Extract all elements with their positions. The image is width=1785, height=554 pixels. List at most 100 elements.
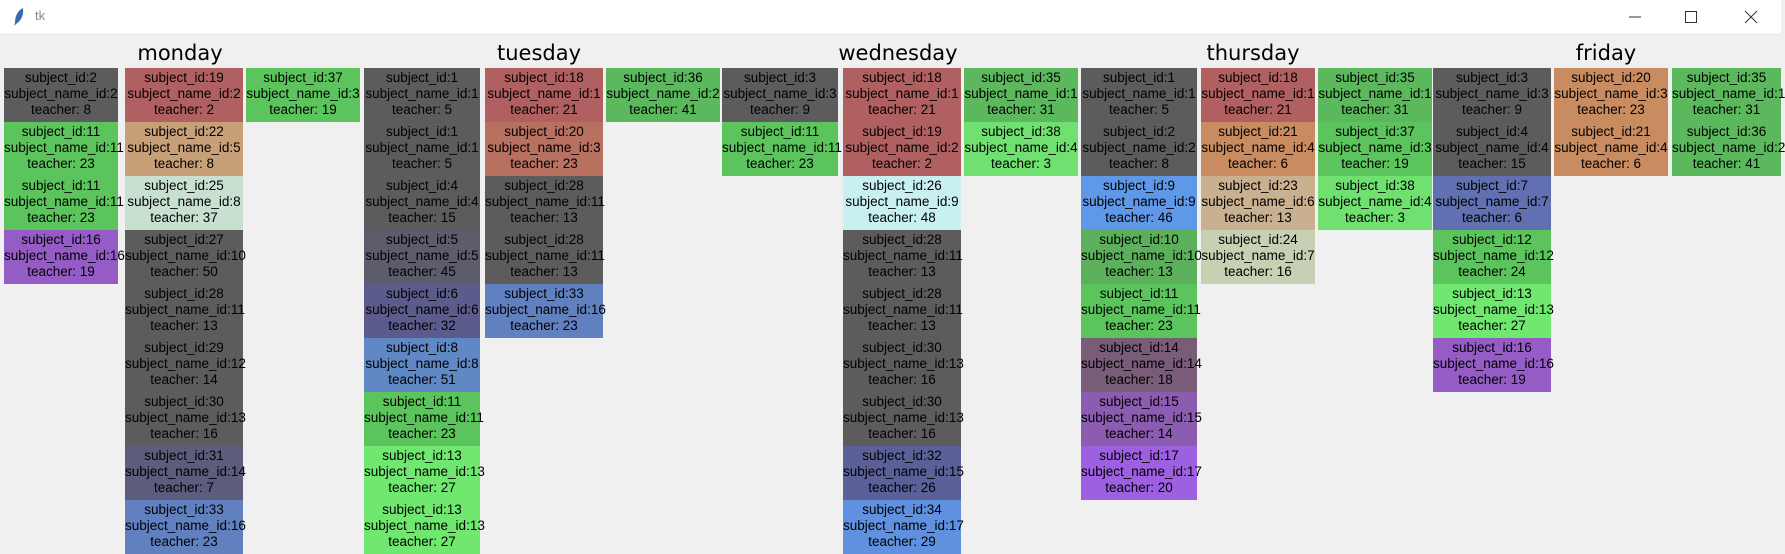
- cell-subject-name: subject_name_id:2: [127, 86, 241, 101]
- cell-subject: subject_id:11: [21, 124, 101, 139]
- cell-teacher: teacher: 26: [868, 480, 936, 495]
- cell-subject-name: subject_name_id:1: [1082, 86, 1196, 101]
- cell-subject-name: subject_name_id:4: [964, 140, 1078, 155]
- cell-subject: subject_id:23: [1218, 178, 1298, 193]
- cell-subject: subject_id:35: [1335, 70, 1415, 85]
- maximize-button[interactable]: [1668, 0, 1714, 34]
- cell-subject: subject_id:11: [21, 178, 101, 193]
- cell-subject-name: subject_name_id:7: [1435, 194, 1549, 209]
- close-icon: [1744, 10, 1758, 24]
- cell-subject: subject_id:15: [1099, 394, 1179, 409]
- cell-subject: subject_id:1: [1102, 70, 1176, 85]
- cell-subject: subject_id:33: [504, 286, 584, 301]
- cell-subject: subject_id:8: [385, 340, 459, 355]
- cell-subject-name: subject_name_id:13: [364, 464, 485, 479]
- cell-subject-name: subject_name_id:3: [1554, 86, 1668, 101]
- cell-subject: subject_id:24: [1218, 232, 1298, 247]
- cell-subject-name: subject_name_id:11: [722, 140, 842, 155]
- cell-subject-name: subject_name_id:1: [1318, 86, 1432, 101]
- cell-subject-name: subject_name_id:1: [487, 86, 601, 101]
- cell-subject: subject_id:10: [1099, 232, 1179, 247]
- cell-subject-name: subject_name_id:13: [843, 356, 964, 371]
- cell-subject: subject_id:17: [1099, 448, 1179, 463]
- cell-subject: subject_id:6: [385, 286, 459, 301]
- cell-subject: subject_id:28: [504, 232, 584, 247]
- cell-teacher: teacher: 21: [868, 102, 936, 117]
- cell-teacher: teacher: 5: [391, 102, 453, 117]
- minimize-button[interactable]: [1612, 0, 1658, 34]
- cell-subject-name: subject_name_id:1: [845, 86, 959, 101]
- cell-teacher: teacher: 13: [868, 264, 936, 279]
- cell-subject-name: subject_name_id:2: [1082, 140, 1196, 155]
- cell-subject: subject_id:4: [385, 178, 459, 193]
- cell-subject-name: subject_name_id:11: [1081, 302, 1201, 317]
- cell-subject: subject_id:4: [1455, 124, 1529, 139]
- cell-subject-name: subject_name_id:16: [125, 518, 246, 533]
- cell-teacher: teacher: 13: [868, 318, 936, 333]
- cell-subject: subject_id:32: [862, 448, 942, 463]
- cell-subject: subject_id:31: [144, 448, 224, 463]
- cell-teacher: teacher: 8: [153, 156, 215, 171]
- cell-teacher: teacher: 23: [510, 318, 578, 333]
- cell-subject: subject_id:37: [263, 70, 343, 85]
- cell-teacher: teacher: 46: [1105, 210, 1173, 225]
- cell-subject: subject_id:35: [1686, 70, 1767, 85]
- cell-teacher: teacher: 23: [388, 426, 456, 441]
- cell-teacher: teacher: 8: [1108, 156, 1170, 171]
- cell-subject: subject_id:38: [981, 124, 1061, 139]
- cell-teacher: teacher: 27: [388, 480, 456, 495]
- cell-subject: subject_id:27: [144, 232, 224, 247]
- close-button[interactable]: [1728, 0, 1774, 34]
- cell-subject: subject_id:36: [623, 70, 703, 85]
- cell-teacher: teacher: 3: [1344, 210, 1406, 225]
- cell-subject: subject_id:11: [1099, 286, 1179, 301]
- cell-subject: subject_id:30: [862, 394, 942, 409]
- cell-subject: subject_id:11: [740, 124, 820, 139]
- cell-teacher: teacher: 5: [391, 156, 453, 171]
- cell-subject-name: subject_name_id:10: [1081, 248, 1202, 263]
- cell-teacher: teacher: 16: [868, 426, 936, 441]
- cell-subject-name: subject_name_id:4: [365, 194, 479, 209]
- cell-subject-name: subject_name_id:17: [843, 518, 964, 533]
- cell-subject: subject_id:21: [1218, 124, 1298, 139]
- cell-teacher: teacher: 2: [153, 102, 215, 117]
- cell-teacher: teacher: 31: [1341, 102, 1409, 117]
- cell-subject: subject_id:1: [385, 124, 459, 139]
- day-header-tuesday: tuesday: [496, 41, 582, 65]
- cell-subject-name: subject_name_id:11: [485, 248, 605, 263]
- cell-teacher: teacher: 19: [269, 102, 337, 117]
- window-title: tk: [35, 8, 46, 23]
- cell-subject-name: subject_name_id:11: [485, 194, 605, 209]
- cell-teacher: teacher: 29: [868, 534, 936, 549]
- cell-subject-name: subject_name_id:12: [125, 356, 246, 371]
- cell-subject: subject_id:20: [504, 124, 584, 139]
- maximize-icon: [1685, 11, 1697, 23]
- cell-subject-name: subject_name_id:4: [1554, 140, 1668, 155]
- cell-subject-name: subject_name_id:2: [1672, 140, 1785, 155]
